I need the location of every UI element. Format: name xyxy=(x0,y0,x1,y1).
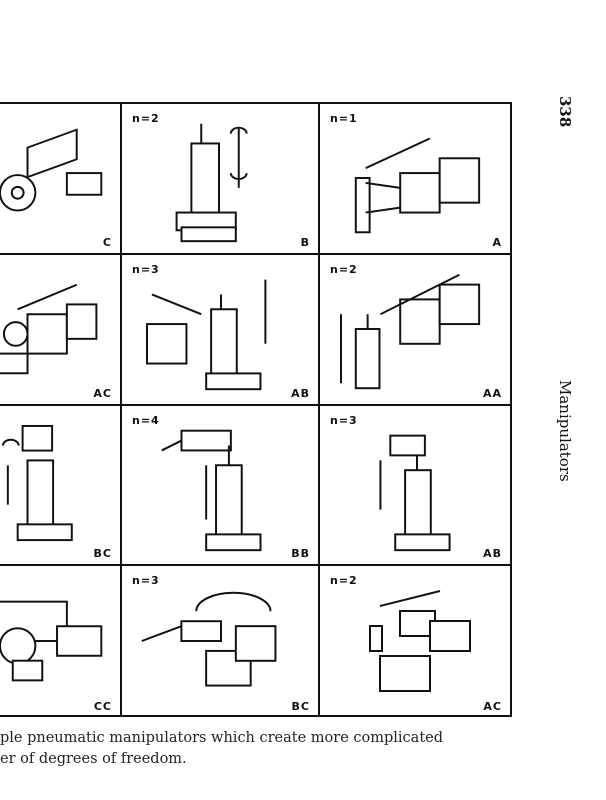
manipulator-diagram-cell: BC xyxy=(0,406,122,566)
manipulator-sketch xyxy=(340,273,481,390)
configuration-label: A xyxy=(492,236,502,249)
page-number: 338 xyxy=(556,96,574,128)
configuration-label: AC xyxy=(483,700,502,713)
degrees-of-freedom-label: n=1 xyxy=(330,112,358,125)
configuration-label: AC xyxy=(93,387,112,400)
degrees-of-freedom-label: n=2 xyxy=(132,112,160,125)
manipulator-sketch xyxy=(161,429,262,552)
manipulator-sketch xyxy=(379,434,451,552)
degrees-of-freedom-label: n=2 xyxy=(330,574,358,587)
configuration-label: BC xyxy=(291,700,310,713)
manipulator-sketch xyxy=(0,600,103,682)
manipulator-diagram-cell: CC xyxy=(0,566,122,717)
manipulator-sketch xyxy=(141,591,277,687)
configuration-label: CC xyxy=(93,700,112,713)
degrees-of-freedom-label: n=3 xyxy=(330,414,358,427)
degrees-of-freedom-label: n=2 xyxy=(330,263,358,276)
caption-line-1: ple pneumatic manipulators which create … xyxy=(0,730,444,746)
manipulator-sketch xyxy=(0,128,103,212)
manipulator-sketch xyxy=(175,123,248,243)
configuration-label: AA xyxy=(482,387,502,400)
manipulator-diagram-cell: AC xyxy=(0,255,122,406)
manipulator-sketch xyxy=(145,279,267,391)
manipulator-sketch xyxy=(354,137,481,234)
figure-caption: ple pneumatic manipulators which create … xyxy=(0,728,443,770)
configuration-label: BB xyxy=(291,547,310,560)
manipulator-diagram-cell: C xyxy=(0,104,122,255)
running-head: Manipulators xyxy=(556,380,574,482)
configuration-label: B xyxy=(300,236,310,249)
caption-line-2: er of degrees of freedom. xyxy=(0,751,187,767)
configuration-label: BC xyxy=(93,547,112,560)
degrees-of-freedom-label: n=3 xyxy=(132,263,160,276)
configuration-label: C xyxy=(102,236,112,249)
configuration-label: AB xyxy=(291,387,310,400)
manipulator-sketch xyxy=(369,590,471,692)
manipulator-sketch xyxy=(1,424,73,542)
degrees-of-freedom-label: n=3 xyxy=(132,574,160,587)
manipulator-sketch xyxy=(0,283,98,375)
configuration-label: AB xyxy=(483,547,502,560)
degrees-of-freedom-label: n=4 xyxy=(132,414,160,427)
